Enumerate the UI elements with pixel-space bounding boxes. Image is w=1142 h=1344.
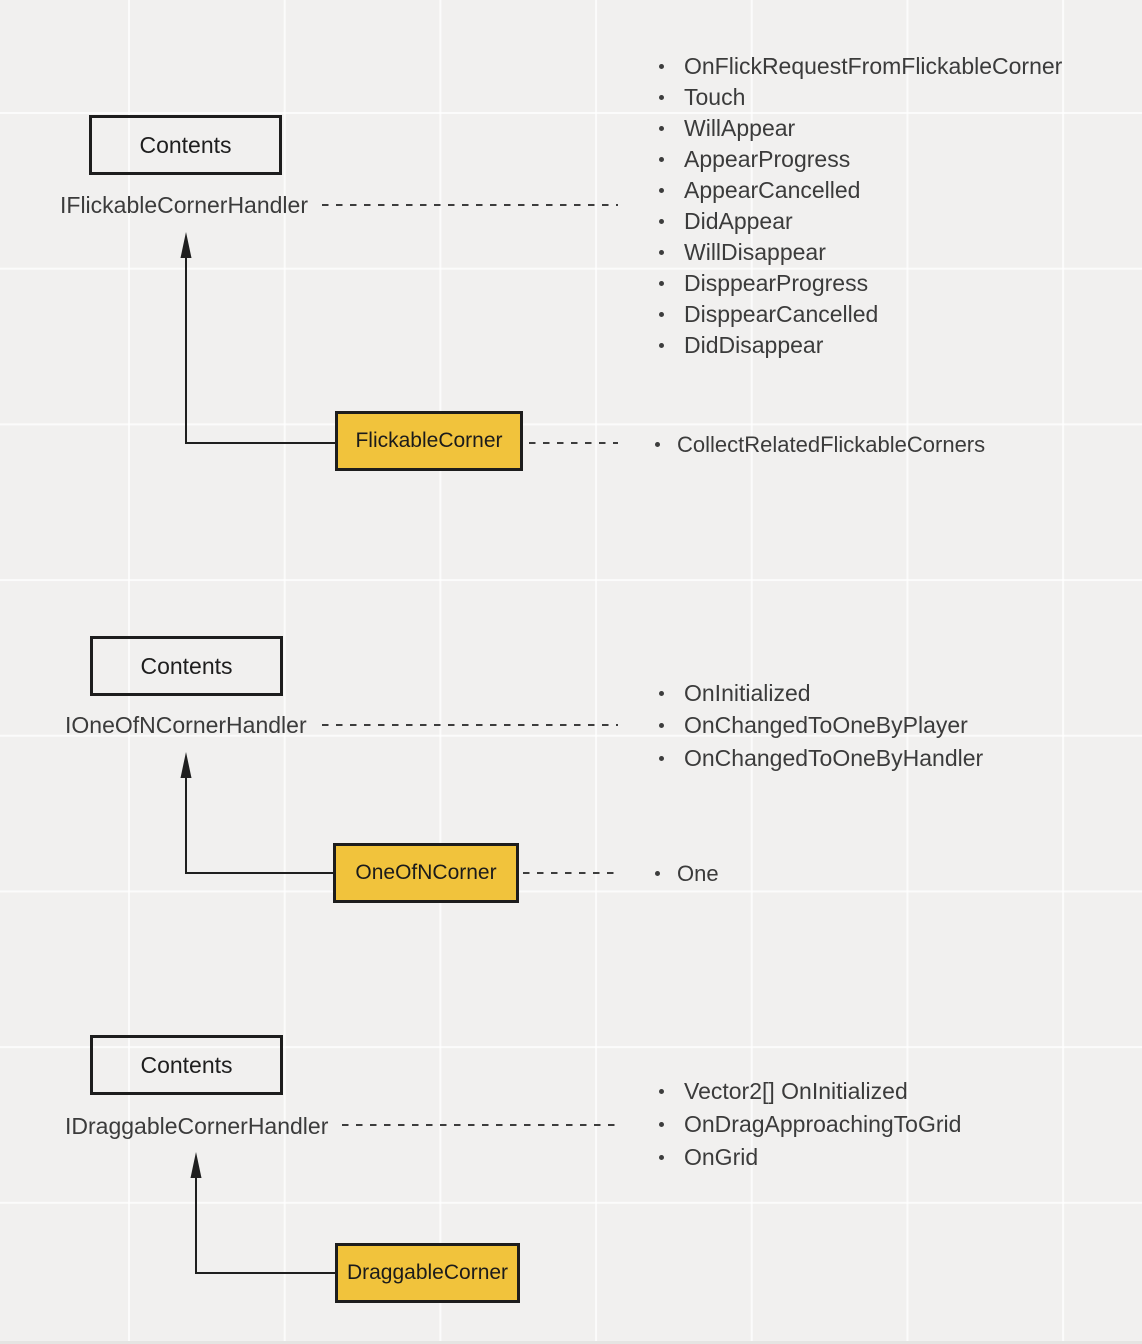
interface-label-iflickablecornerhandler: IFlickableCornerHandler: [60, 192, 308, 218]
contents-box-flickable: Contents: [89, 115, 282, 175]
list-item: DisppearProgress: [659, 268, 1062, 299]
method-name: DidAppear: [684, 208, 793, 234]
list-item: AppearCancelled: [659, 175, 1062, 206]
class-name: DraggableCorner: [346, 1261, 509, 1284]
bullet-icon: [659, 219, 664, 224]
bullet-icon: [659, 312, 664, 317]
inheritance-arrow-oneofn: [185, 776, 333, 874]
method-name: AppearProgress: [684, 146, 851, 172]
contents-label: Contents: [139, 131, 232, 158]
list-item: OnFlickRequestFromFlickableCorner: [659, 51, 1062, 82]
contents-box-draggable: Contents: [90, 1035, 283, 1095]
class-method-list-flickable: CollectRelatedFlickableCorners: [655, 429, 985, 460]
list-item: OnDragApproachingToGrid: [659, 1108, 961, 1141]
method-name: OnChangedToOneByPlayer: [684, 712, 968, 739]
bullet-icon: [659, 1089, 664, 1094]
method-name: WillDisappear: [684, 239, 826, 265]
bullet-icon: [659, 1122, 664, 1127]
list-item: AppearProgress: [659, 144, 1062, 175]
class-name: FlickableCorner: [355, 429, 503, 452]
bullet-icon: [659, 281, 664, 286]
list-item: Touch: [659, 82, 1062, 113]
list-item: DidAppear: [659, 206, 1062, 237]
method-name: OnInitialized: [684, 679, 811, 706]
arrowhead-icon: [190, 1152, 202, 1178]
list-item: WillAppear: [659, 113, 1062, 144]
method-name: Vector2[] OnInitialized: [684, 1078, 908, 1104]
bullet-icon: [659, 343, 664, 348]
method-name: OnChangedToOneByHandler: [684, 744, 984, 771]
arrowhead-icon: [180, 232, 192, 258]
method-name: OnFlickRequestFromFlickableCorner: [684, 53, 1063, 79]
interface-method-list-flickable: OnFlickRequestFromFlickableCorner Touch …: [659, 51, 1062, 361]
method-name: OnGrid: [684, 1144, 759, 1170]
method-name: DidDisappear: [684, 332, 824, 358]
class-method-list-oneofn: One: [655, 858, 719, 889]
inheritance-arrow-draggable: [195, 1176, 335, 1274]
bullet-icon: [659, 126, 664, 131]
list-item: OnChangedToOneByPlayer: [659, 710, 983, 743]
bullet-icon: [659, 157, 664, 162]
list-item: DidDisappear: [659, 330, 1062, 361]
contents-label: Contents: [140, 652, 233, 679]
list-item: DisppearCancelled: [659, 299, 1062, 330]
method-name: AppearCancelled: [684, 177, 861, 203]
list-item: CollectRelatedFlickableCorners: [655, 429, 985, 460]
contents-label: Contents: [140, 1051, 233, 1078]
bullet-icon: [655, 442, 660, 447]
class-box-oneofncorner: OneOfNCorner: [333, 843, 519, 903]
bullet-icon: [659, 188, 664, 193]
list-item: OnChangedToOneByHandler: [659, 742, 983, 775]
bullet-icon: [659, 1155, 664, 1160]
interface-method-list-oneofn: OnInitialized OnChangedToOneByPlayer OnC…: [659, 677, 983, 775]
bullet-icon: [659, 64, 664, 69]
inheritance-arrow-flickable: [185, 256, 335, 444]
method-name: WillAppear: [684, 115, 796, 141]
class-box-flickablecorner: FlickableCorner: [335, 411, 523, 471]
arrowhead-icon: [180, 752, 192, 778]
method-name: DisppearCancelled: [684, 301, 879, 327]
class-box-draggablecorner: DraggableCorner: [335, 1243, 520, 1303]
bullet-icon: [659, 95, 664, 100]
list-item: WillDisappear: [659, 237, 1062, 268]
canvas-bottom-edge: [0, 1341, 1142, 1344]
method-name: Touch: [684, 84, 746, 110]
method-name: OnDragApproachingToGrid: [684, 1111, 962, 1137]
bullet-icon: [659, 250, 664, 255]
list-item: One: [655, 858, 719, 889]
interface-label-idraggablecornerhandler: IDraggableCornerHandler: [65, 1113, 329, 1139]
method-name: CollectRelatedFlickableCorners: [677, 431, 986, 457]
interface-label-ioneofncornerhandler: IOneOfNCornerHandler: [65, 712, 307, 738]
list-item: OnInitialized: [659, 677, 983, 710]
bullet-icon: [659, 755, 664, 761]
method-name: One: [677, 860, 719, 886]
list-item: Vector2[] OnInitialized: [659, 1075, 961, 1108]
list-item: OnGrid: [659, 1141, 961, 1174]
interface-method-list-draggable: Vector2[] OnInitialized OnDragApproachin…: [659, 1075, 961, 1174]
method-name: DisppearProgress: [684, 270, 869, 296]
bullet-icon: [659, 723, 664, 729]
bullet-icon: [655, 871, 660, 876]
bullet-icon: [659, 690, 664, 696]
class-name: OneOfNCorner: [355, 861, 497, 884]
contents-box-oneofn: Contents: [90, 636, 283, 696]
